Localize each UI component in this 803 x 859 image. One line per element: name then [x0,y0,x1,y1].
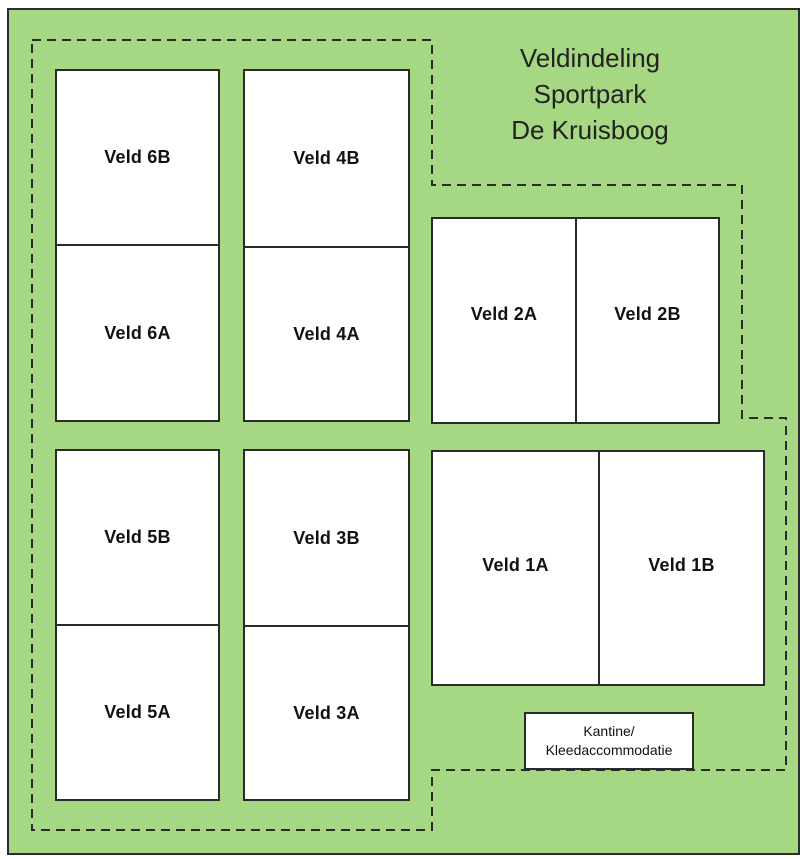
field-2b-label: Veld 2B [614,304,681,324]
field-6: Veld 6B Veld 6A [55,69,220,422]
field-2: Veld 2A Veld 2B [431,217,720,424]
field-1b: Veld 1B [600,452,763,684]
title-line-2: Sportpark [533,79,647,109]
field-5: Veld 5B Veld 5A [55,449,220,801]
field-6a: Veld 6A [57,246,218,420]
field-3b-label: Veld 3B [293,527,360,548]
field-4a: Veld 4A [245,248,408,420]
field-6a-label: Veld 6A [104,322,171,343]
field-2b: Veld 2B [577,219,718,422]
canteen-label-line-2: Kleedaccommodatie [545,742,673,758]
title-line-1: Veldindeling [519,43,661,73]
field-1a-label: Veld 1A [482,554,549,575]
field-4b-label: Veld 4B [293,148,360,168]
field-3a: Veld 3A [245,627,408,799]
field-4a-label: Veld 4A [293,323,360,344]
field-4: Veld 4B Veld 4A [243,69,410,422]
field-1: Veld 1A Veld 1B [431,450,765,686]
field-1b-label: Veld 1B [648,554,715,575]
canteen-label-line-1: Kantine/ [583,723,635,739]
field-3: Veld 3B Veld 3A [243,449,410,801]
field-5a: Veld 5A [57,626,218,799]
field-2a: Veld 2A [433,219,577,422]
field-5b-label: Veld 5B [104,527,171,547]
field-5a-label: Veld 5A [104,702,171,722]
map-title: Veldindeling Sportpark De Kruisboog [470,40,710,148]
canteen-building: Kantine/ Kleedaccommodatie [524,712,694,770]
field-3a-label: Veld 3A [293,702,360,723]
field-6b: Veld 6B [57,71,218,246]
field-4b: Veld 4B [245,71,408,248]
field-2a-label: Veld 2A [470,304,538,324]
field-6b-label: Veld 6B [104,147,171,167]
field-5b: Veld 5B [57,451,218,626]
field-1a: Veld 1A [433,452,600,684]
title-line-3: De Kruisboog [511,115,669,145]
field-3b: Veld 3B [245,451,408,627]
